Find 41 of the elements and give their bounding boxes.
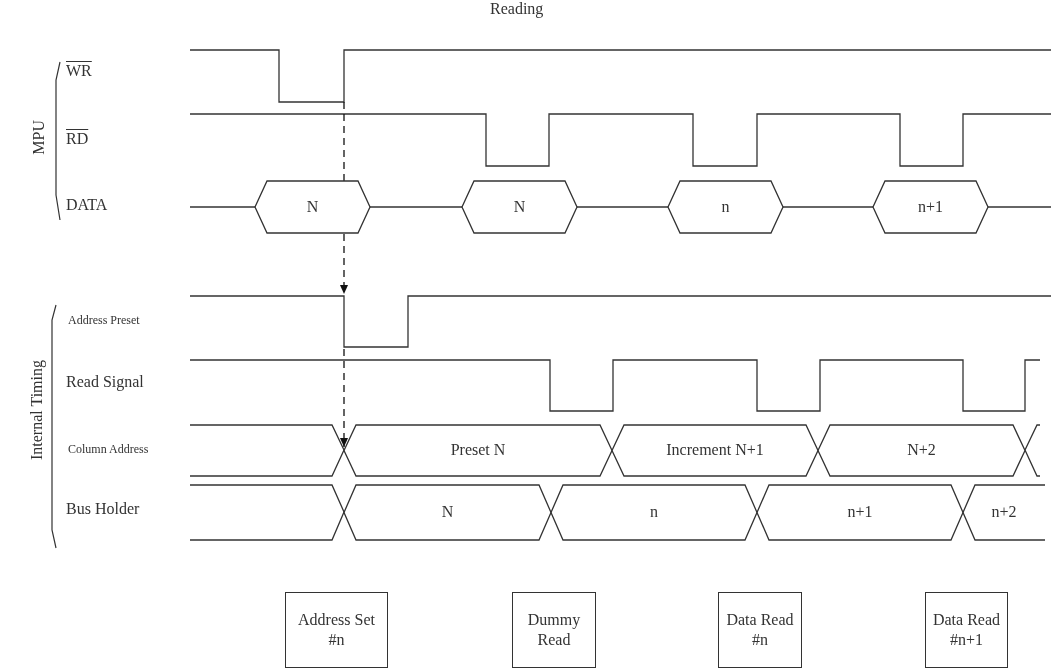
step-box [718, 592, 802, 668]
signal-name: Address Preset [68, 313, 140, 328]
step-box [512, 592, 596, 668]
group-label: MPU [30, 120, 48, 155]
signal-name: DATA [66, 196, 108, 214]
step-box [285, 592, 388, 668]
bus-segment [612, 424, 818, 476]
signal-name: Read Signal [66, 373, 144, 391]
value-text: n+1 [847, 503, 873, 521]
bus-segment [963, 484, 1045, 540]
step-label: Address Set #n [297, 610, 376, 650]
value-text: N [306, 198, 319, 216]
value-text: n [650, 503, 658, 521]
value-text: Preset N [450, 441, 506, 459]
phase-label: Reading [490, 0, 544, 18]
signal-name: Bus Holder [66, 500, 140, 518]
signal-name: RD [66, 130, 89, 148]
dashed-arrow [340, 348, 348, 448]
signal-name: WR [66, 62, 92, 80]
step-label: Data Read #n [725, 610, 795, 650]
value-text: n [721, 198, 730, 216]
value-text: N [441, 503, 454, 521]
data-hexagon [873, 181, 988, 233]
data-hexagon [462, 181, 577, 233]
step-label: Dummy Read [526, 610, 582, 650]
value-text: N [513, 198, 526, 216]
step-box [925, 592, 1008, 668]
bus-segment [344, 484, 551, 540]
bus-segment [818, 424, 1025, 476]
bus-segment [551, 484, 757, 540]
step-label: Data Read #n+1 [931, 610, 1002, 650]
group-label: Internal Timing [28, 360, 46, 460]
value-text: Increment N+1 [666, 441, 764, 459]
value-text: n+1 [918, 198, 943, 216]
value-text: n+2 [991, 503, 1017, 521]
value-text: N+2 [907, 441, 936, 459]
data-hexagon [255, 181, 370, 233]
data-hexagon [668, 181, 783, 233]
bus-segment [757, 484, 963, 540]
signal-name: Column Address [68, 442, 149, 457]
bus-segment [344, 424, 612, 476]
